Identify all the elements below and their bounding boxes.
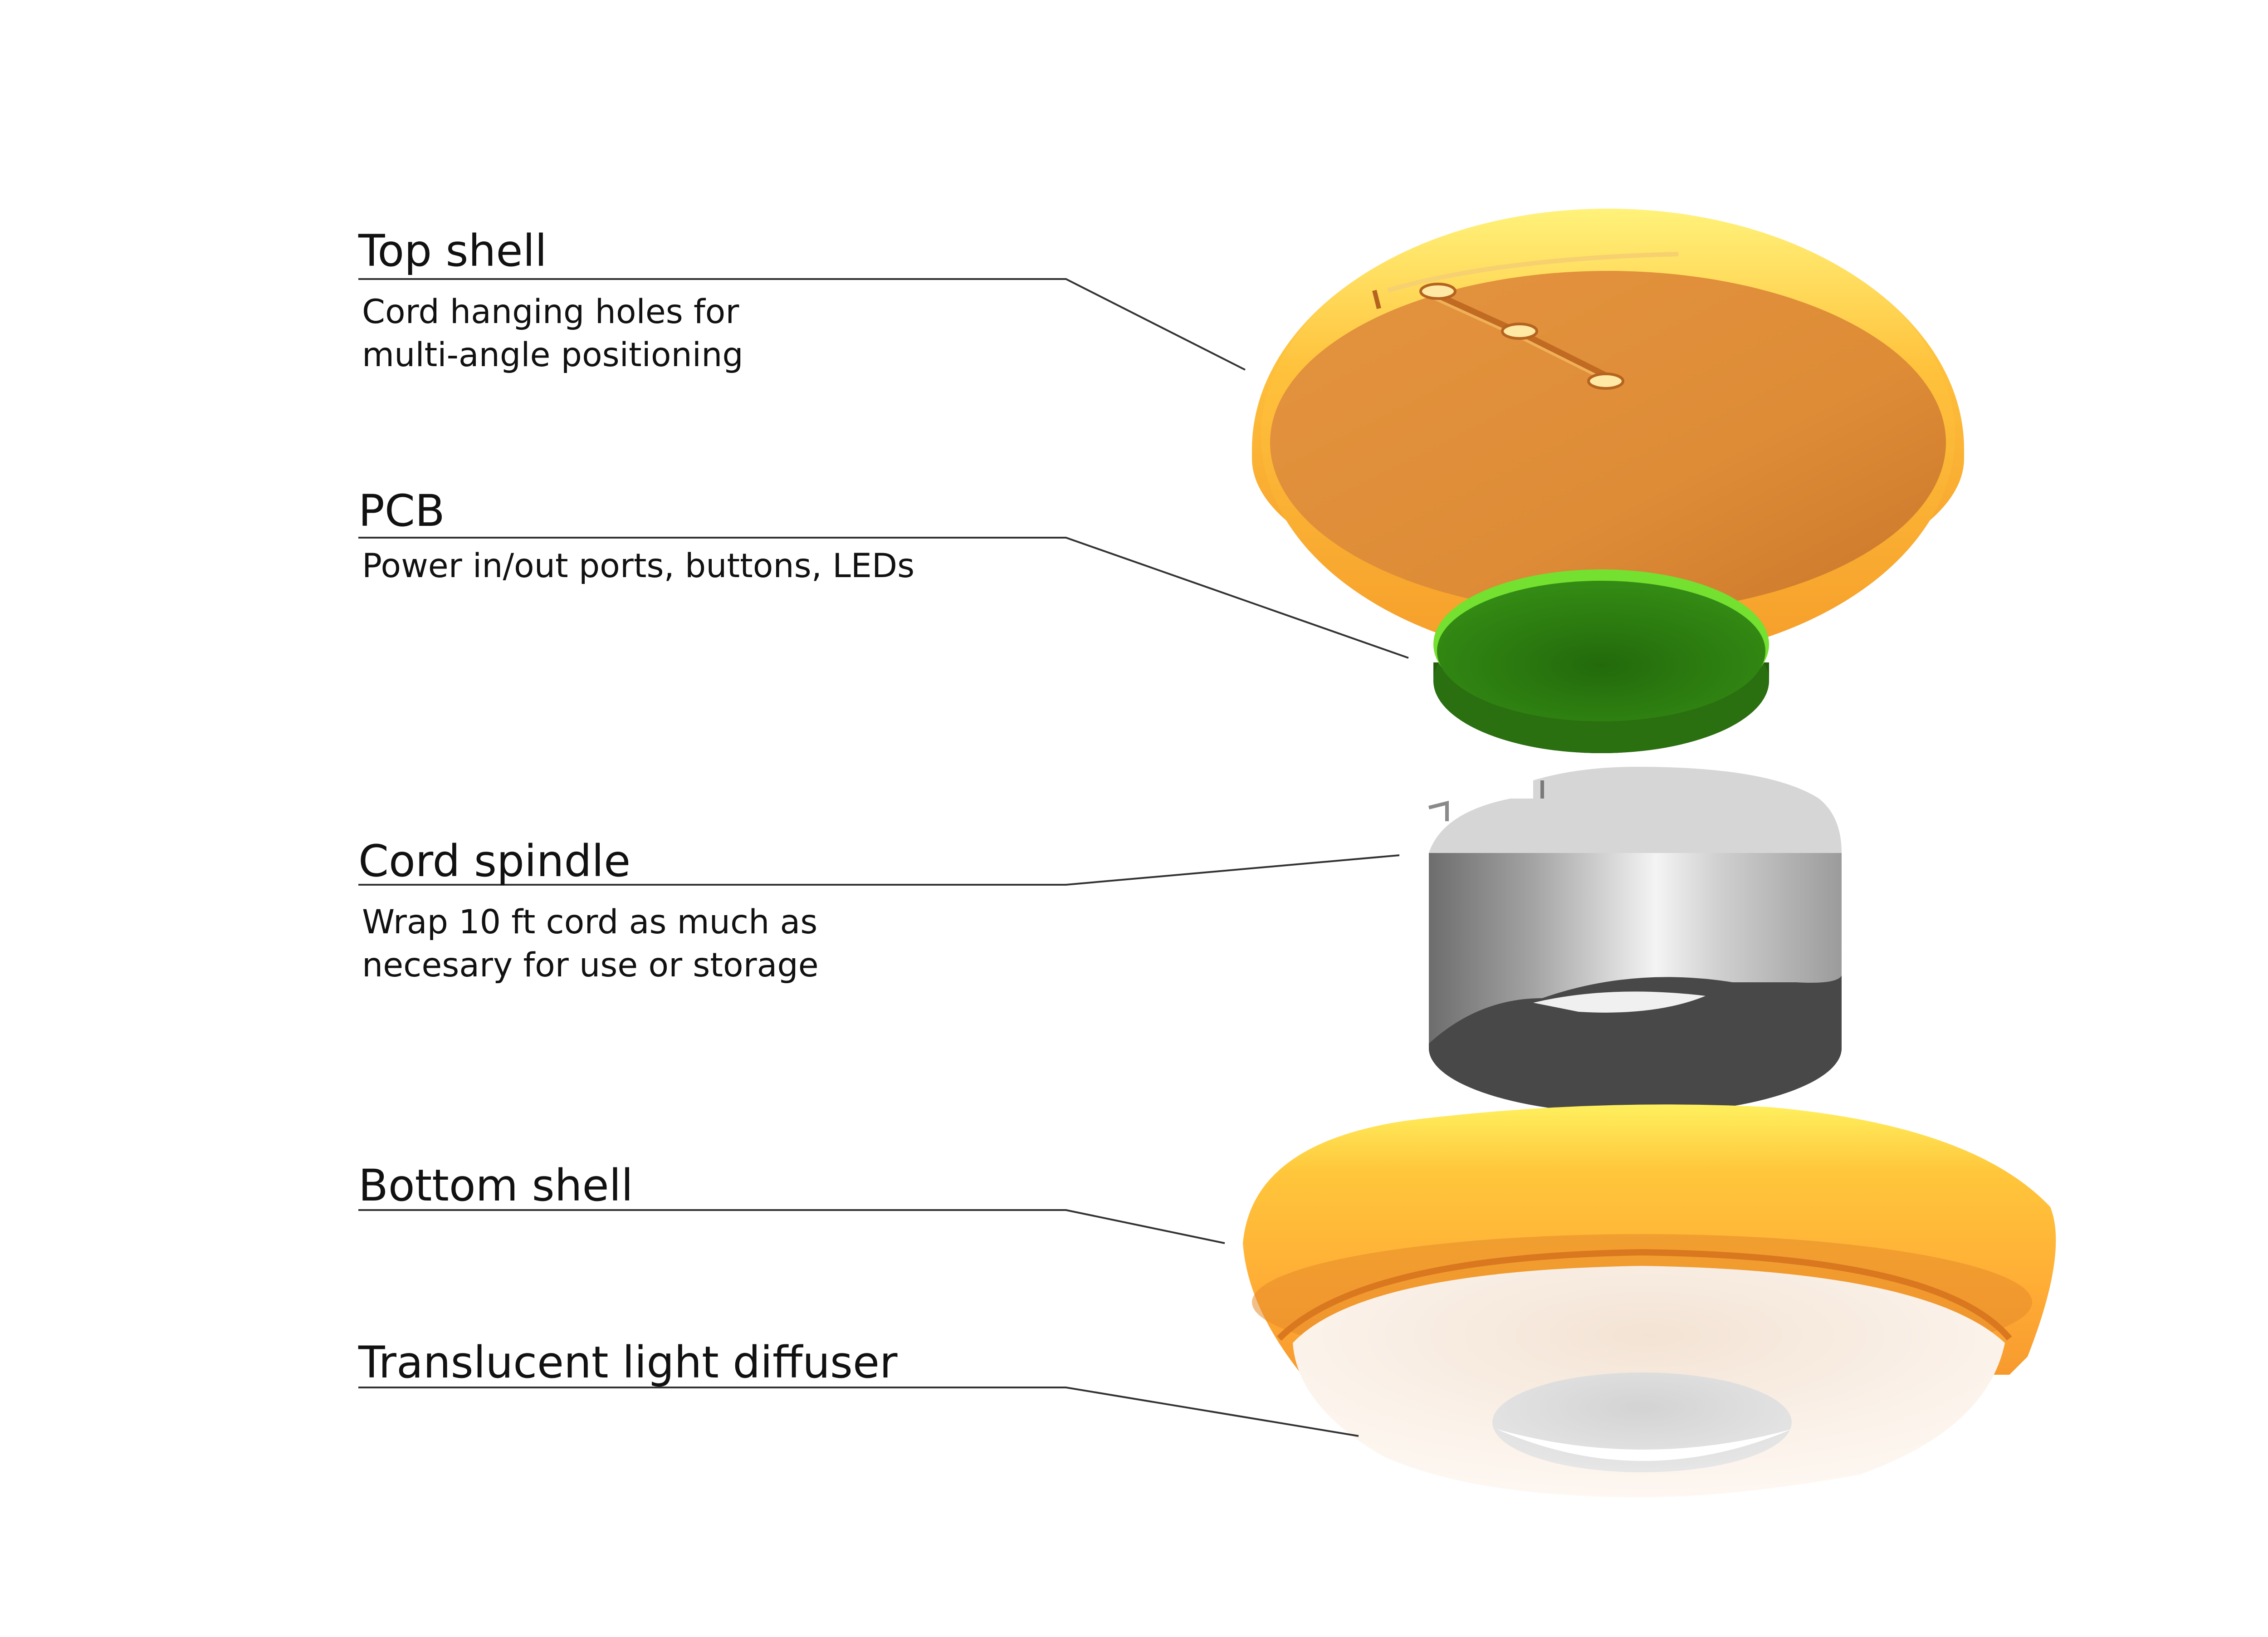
callout-title-pcb: PCB — [358, 485, 445, 536]
callout-title-top-shell: Top shell — [358, 225, 547, 276]
callout-title-diffuser: Translucent light diffuser — [358, 1337, 898, 1388]
leader-line-diffuser — [358, 1387, 1359, 1437]
pcb-face — [1437, 581, 1765, 721]
spindle-outer-wall — [1429, 853, 1842, 1044]
callout-desc-pcb: Power in/out ports, buttons, LEDs — [362, 544, 914, 588]
callout-title-bottom-shell: Bottom shell — [358, 1160, 633, 1211]
leader-line-top-shell — [358, 278, 1246, 371]
callout-line: multi-angle positioning — [362, 336, 743, 374]
callout-line: Wrap 10 ft cord as much as — [362, 903, 818, 941]
callout-line: Power in/out ports, buttons, LEDs — [362, 547, 915, 585]
top-shell-inner-face — [1270, 271, 1946, 614]
light-diffuser — [1293, 1266, 2005, 1497]
cord-spindle — [1428, 767, 1842, 1114]
leader-line-cord-spindle — [358, 854, 1400, 886]
callout-title-cord-spindle: Cord spindle — [358, 836, 631, 887]
callout-desc-top-shell: Cord hanging holes for multi-angle posit… — [362, 290, 743, 377]
top-shell — [1252, 209, 1964, 662]
cord-hanging-holes — [1419, 283, 1624, 390]
leader-line-bottom-shell — [358, 1209, 1225, 1244]
leader-lines — [358, 278, 1409, 1437]
callout-line: necesary for use or storage — [362, 946, 819, 985]
pcb-board — [1433, 569, 1769, 753]
callout-line: Cord hanging holes for — [362, 293, 739, 331]
leader-line-pcb — [358, 537, 1409, 659]
callout-desc-cord-spindle: Wrap 10 ft cord as much as necesary for … — [362, 901, 819, 987]
